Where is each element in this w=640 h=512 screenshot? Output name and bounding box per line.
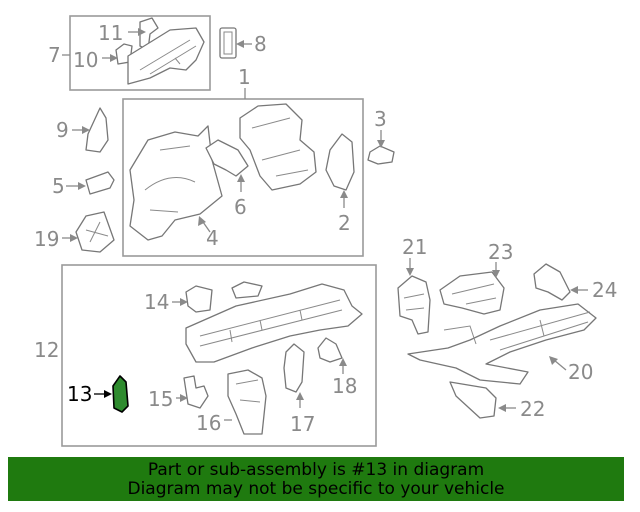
callout-2[interactable]: 2: [338, 211, 351, 235]
part-15[interactable]: [183, 375, 209, 409]
part-12-rail[interactable]: [185, 283, 363, 363]
part-23[interactable]: [439, 271, 505, 315]
part-7-rail[interactable]: [127, 27, 205, 85]
part-2[interactable]: [325, 133, 355, 191]
callout-13[interactable]: 13: [67, 382, 92, 406]
part-9[interactable]: [85, 107, 109, 153]
callout-23[interactable]: 23: [488, 240, 513, 264]
callout-20[interactable]: 20: [568, 360, 593, 384]
callout-15[interactable]: 15: [148, 387, 173, 411]
group-box-1: [122, 98, 364, 257]
part-8[interactable]: [219, 27, 237, 59]
callout-17[interactable]: 17: [290, 412, 315, 436]
part-17[interactable]: [283, 343, 305, 393]
part-11[interactable]: [139, 17, 159, 51]
callout-11[interactable]: 11: [98, 21, 123, 45]
part-16[interactable]: [227, 369, 267, 435]
callout-22[interactable]: 22: [520, 397, 545, 421]
callout-1[interactable]: 1: [238, 65, 251, 89]
part-20[interactable]: [407, 303, 597, 385]
callout-12[interactable]: 12: [34, 338, 59, 362]
part-4[interactable]: [129, 125, 223, 241]
callout-7[interactable]: 7: [48, 43, 61, 67]
callout-14[interactable]: 14: [144, 290, 169, 314]
part-19[interactable]: [75, 211, 115, 253]
callout-8[interactable]: 8: [254, 32, 267, 56]
part-24[interactable]: [533, 263, 571, 301]
part-3[interactable]: [367, 145, 395, 165]
callout-10[interactable]: 10: [73, 48, 98, 72]
part-21[interactable]: [397, 275, 431, 335]
banner-line-part: Part or sub-assembly is #13 in diagram: [147, 460, 485, 480]
part-5[interactable]: [85, 171, 115, 195]
banner-line-disclaimer: Diagram may not be specific to your vehi…: [127, 479, 505, 499]
group-box-7: [69, 15, 211, 91]
part-1-panel[interactable]: [239, 103, 317, 191]
callout-6[interactable]: 6: [234, 195, 247, 219]
callout-16[interactable]: 16: [196, 411, 221, 435]
callout-19[interactable]: 19: [34, 227, 59, 251]
callout-4[interactable]: 4: [206, 226, 219, 250]
callout-9[interactable]: 9: [56, 118, 69, 142]
callout-24[interactable]: 24: [592, 278, 617, 302]
part-18[interactable]: [317, 337, 343, 363]
part-22[interactable]: [449, 381, 497, 419]
part-12-small-bracket[interactable]: [231, 281, 263, 299]
part-13[interactable]: [112, 375, 129, 413]
callout-21[interactable]: 21: [402, 235, 427, 259]
part-6[interactable]: [205, 139, 249, 177]
part-14[interactable]: [185, 285, 213, 313]
callout-5[interactable]: 5: [52, 174, 65, 198]
info-banner: Part or sub-assembly is #13 in diagram D…: [8, 457, 624, 501]
callout-18[interactable]: 18: [332, 374, 357, 398]
group-box-12: [61, 264, 377, 447]
callout-3[interactable]: 3: [374, 107, 387, 131]
